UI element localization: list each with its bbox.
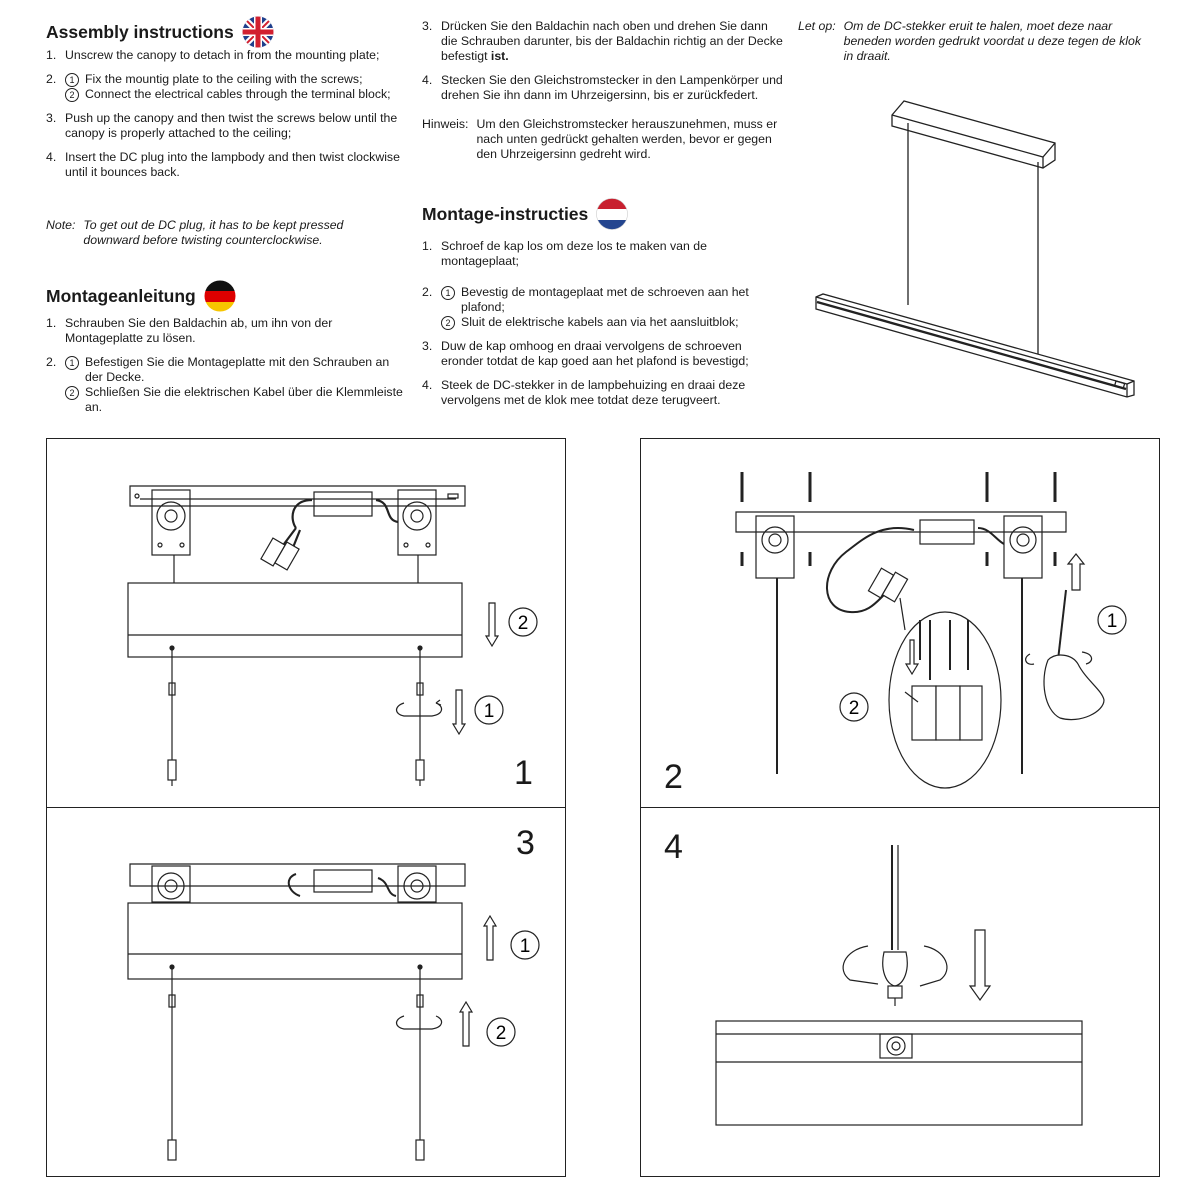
german-step-3: 3.Drücken Sie den Baldachin nach oben un…	[422, 19, 783, 63]
step-number-2: 2	[664, 758, 683, 796]
panel-step-1	[46, 438, 566, 808]
german-title: Montageanleitung	[46, 280, 406, 312]
english-step-1: 1.Unscrew the canopy to detach in from t…	[46, 48, 380, 62]
english-note: Note: To get out de DC plug, it has to b…	[46, 218, 344, 247]
english-step-3: 3.Push up the canopy and then twist the …	[46, 111, 398, 140]
uk-flag-icon	[242, 16, 274, 48]
german-step-4: 4.Stecken Sie den Gleichstromstecker in …	[422, 73, 783, 102]
german-section: Montageanleitung	[46, 280, 406, 312]
dutch-note: Let op: Om de DC-stekker eruit te halen,…	[798, 19, 1141, 63]
dutch-step-3: 3.Duw de kap omhoog en draai vervolgens …	[422, 339, 749, 368]
panel-step-3	[46, 807, 566, 1177]
step-number-4: 4	[664, 828, 683, 866]
panel-step-4	[640, 807, 1160, 1177]
dutch-title: Montage-instructies	[422, 198, 787, 230]
netherlands-flag-icon	[596, 198, 629, 230]
dutch-step-1: 1.Schroef de kap los om deze los te make…	[422, 239, 707, 268]
dutch-steps: 1.Schroef de kap los om deze los te make…	[422, 239, 787, 417]
dutch-step-4: 4.Steek de DC-stekker in de lampbehuizin…	[422, 378, 746, 407]
german-steps-left: 1.Schrauben Sie den Baldachin ab, um ihn…	[46, 316, 406, 424]
step-number-1: 1	[514, 754, 533, 792]
english-step-4: 4.Insert the DC plug into the lampbody a…	[46, 150, 400, 179]
step-number-3: 3	[516, 824, 535, 862]
german-step-1: 1.Schrauben Sie den Baldachin ab, um ihn…	[46, 316, 333, 345]
english-section: Assembly instructions	[46, 16, 406, 48]
english-steps: 1.Unscrew the canopy to detach in from t…	[46, 48, 406, 189]
german-steps-right: 3.Drücken Sie den Baldachin nach oben un…	[422, 19, 787, 112]
dutch-section: Montage-instructies	[422, 198, 787, 230]
german-note: Hinweis: Um den Gleichstromstecker herau…	[422, 117, 778, 161]
germany-flag-icon	[204, 280, 236, 312]
panel-step-2	[640, 438, 1160, 808]
english-title: Assembly instructions	[46, 16, 406, 48]
